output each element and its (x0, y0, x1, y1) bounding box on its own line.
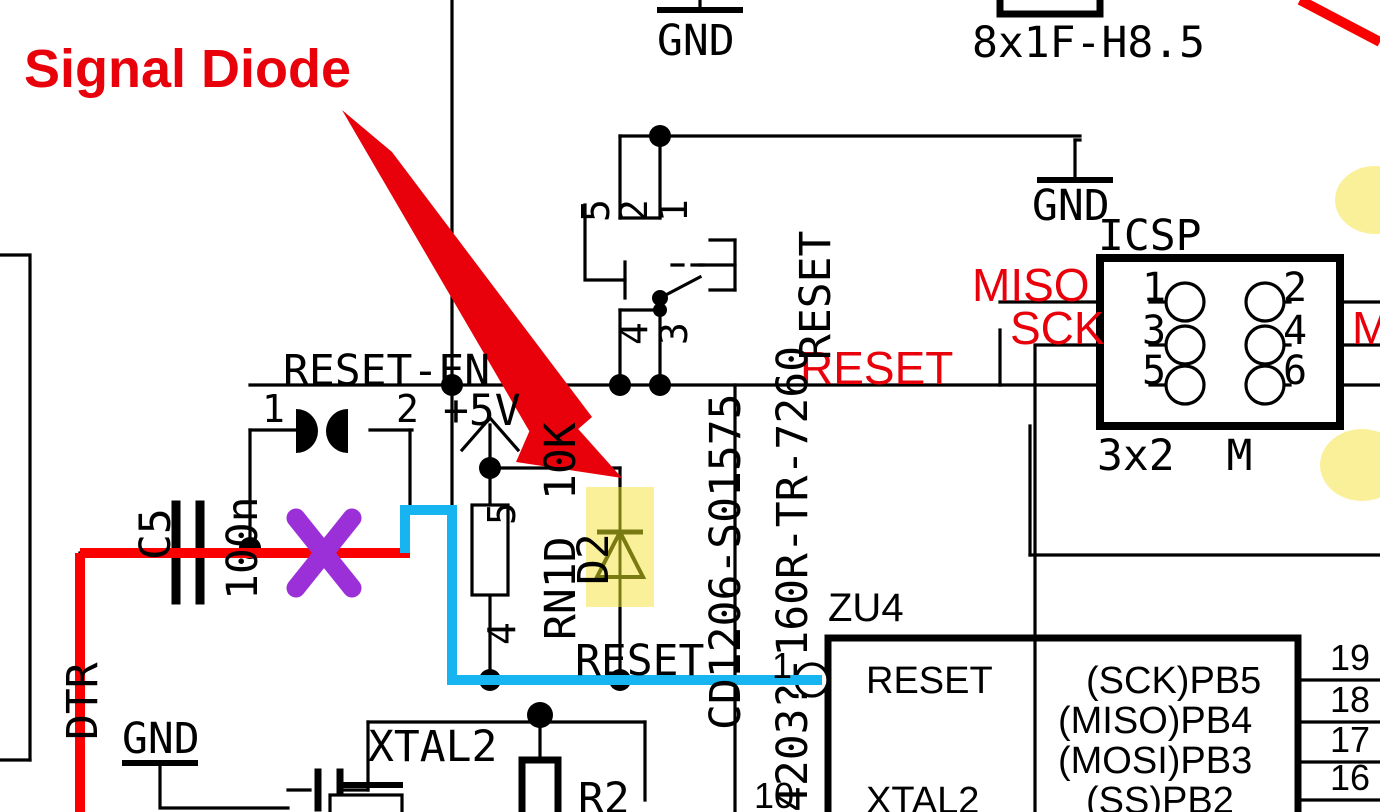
icsp-footprint-label: 3x2 M (1097, 431, 1253, 481)
icsp-pin-3: 3 (1142, 308, 1167, 354)
mcu-pin-num-1: 1 (772, 645, 793, 686)
switch-pin-3: 3 (652, 322, 696, 345)
switch-pin-4: 4 (612, 322, 656, 345)
switch-pin-1: 1 (652, 199, 696, 222)
callout-arrow (342, 110, 622, 478)
net-label-miso: MISO (972, 259, 1090, 311)
mcu-pin-label-pb2: (SS)PB2 (1086, 780, 1234, 812)
icsp-label: ICSP (1098, 211, 1202, 261)
net-label-mosi-clipped: M (1352, 302, 1380, 354)
icsp-pin-2: 2 (1283, 265, 1308, 311)
series-resistor-value: 4203?-160R-TR-7260 (768, 346, 818, 812)
rn1d-value: 10K (536, 422, 586, 500)
reset-en-pin-2: 2 (396, 387, 419, 431)
gnd-label-bottom: GND (122, 714, 200, 764)
gnd-label-top: GND (657, 16, 735, 66)
header-8x1f-label: 8x1F-H8.5 (972, 18, 1205, 68)
mcu-designator: ZU4 (828, 586, 904, 630)
rn1d-pin-5: 5 (480, 502, 524, 525)
net-label-plus5v: +5V (443, 386, 521, 436)
rn1d-pin-4: 4 (480, 622, 524, 645)
reset-text-bottom: RESET (575, 636, 705, 686)
reset-en-pin-1: 1 (262, 387, 285, 431)
icsp-pin-6: 6 (1283, 348, 1308, 394)
mcu-pin-num-16: 16 (1330, 757, 1371, 798)
r2-designator: R2 (578, 774, 630, 812)
d2-value: CD1206-S01575 (701, 393, 751, 730)
switch-pin-2: 2 (612, 199, 656, 222)
mcu-pin-label-pb3: (MOSI)PB3 (1058, 740, 1253, 782)
mcu-pin-num-19: 19 (1330, 637, 1371, 678)
reset-en-label: RESET-EN (283, 346, 491, 396)
junction-dots (239, 125, 671, 728)
mcu-pin-label-xtal2: XTAL2 (866, 780, 980, 812)
xtal2-label: XTAL2 (368, 722, 498, 772)
mcu-pin-label-pb5: (SCK)PB5 (1086, 660, 1262, 702)
patch-wire (400, 505, 822, 685)
net-label-reset-vertical: RESET (791, 230, 841, 360)
icsp-pin-1: 1 (1142, 265, 1167, 311)
mcu-pin-num-17: 17 (1330, 719, 1371, 760)
diode-symbol (593, 487, 647, 607)
mcu-pin-label-reset: RESET (866, 660, 993, 702)
callout-label: Signal Diode (24, 39, 352, 99)
d2-designator: D2 (569, 533, 619, 585)
icsp-pin-5: 5 (1142, 348, 1167, 394)
net-label-dtr: DTR (58, 662, 108, 740)
c5-designator: C5 (131, 508, 181, 560)
gnd-label-icsp: GND (1032, 181, 1110, 231)
mcu-pin-label-pb4: (MISO)PB4 (1058, 700, 1253, 742)
net-highlight-top (1335, 166, 1380, 234)
c5-value: 100n (218, 496, 268, 600)
net-highlight-bottom (1320, 429, 1380, 501)
mcu-pin-num-18: 18 (1330, 679, 1371, 720)
mcu-pin-num-10: 10 (754, 775, 795, 812)
net-label-reset: RESET (800, 342, 954, 394)
switch-pin-5: 5 (574, 199, 618, 222)
cut-mark-x (286, 508, 362, 598)
icsp-pin-4: 4 (1283, 308, 1308, 354)
net-label-sck: SCK (1010, 302, 1105, 354)
power-wire (75, 0, 1380, 812)
